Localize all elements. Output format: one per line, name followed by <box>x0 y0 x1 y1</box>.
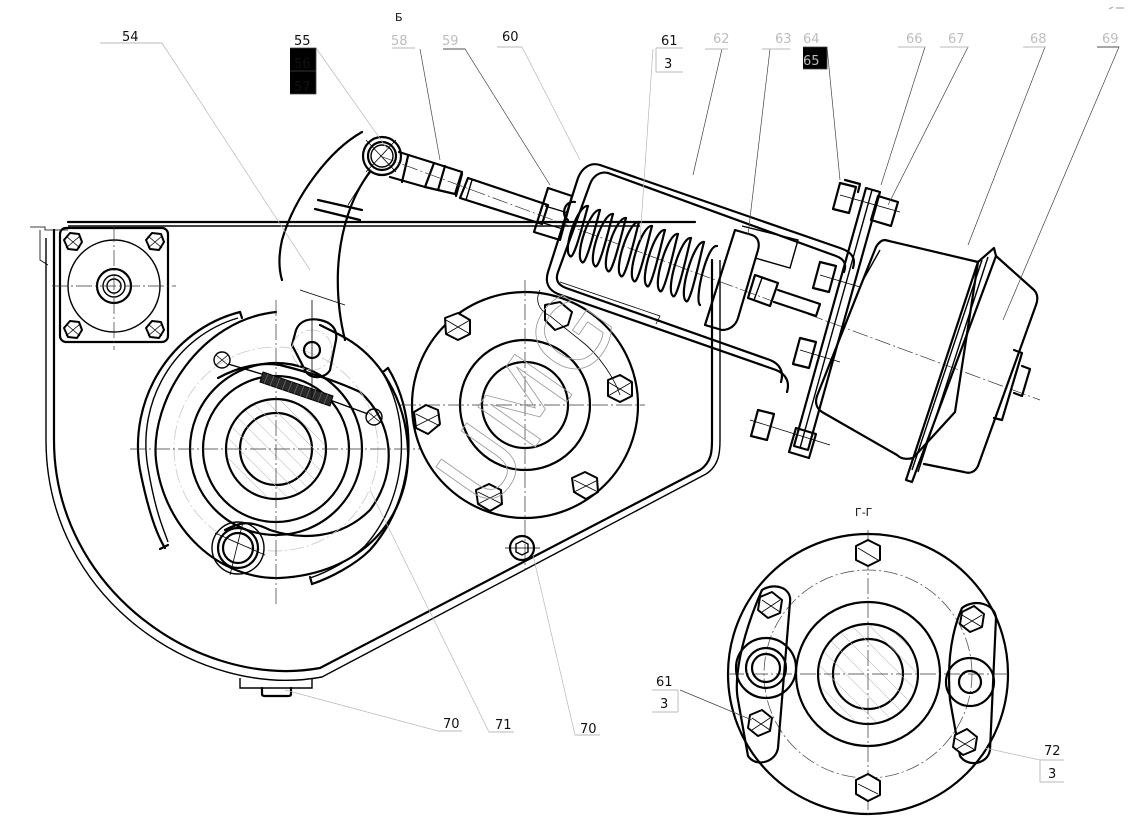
leader-lines <box>100 42 1120 761</box>
spring-cage <box>545 163 856 394</box>
callout-68: 68 <box>1030 32 1047 47</box>
callout-72: 72 <box>1044 744 1061 759</box>
callout-58: 58 <box>391 34 408 49</box>
callout-72-qty: 3 <box>1048 767 1056 782</box>
callout-67: 67 <box>948 32 965 47</box>
callout-70-bottom-left: 70 <box>443 717 460 732</box>
flange-bolt-heads <box>63 232 165 339</box>
callout-60: 60 <box>502 30 519 45</box>
callout-64: 64 <box>803 32 820 47</box>
callout-61: 61 <box>661 34 678 49</box>
corner-mark <box>1108 6 1124 10</box>
center-flange <box>400 280 645 570</box>
mounting-plate-bolts <box>749 178 901 460</box>
callout-56: 56 <box>294 57 311 72</box>
mounting-plate <box>749 178 901 460</box>
callout-70-bottom-center: 70 <box>580 722 597 737</box>
callout-57: 57 <box>294 80 311 95</box>
brake-drum <box>130 300 420 605</box>
brake-chamber <box>814 238 1039 484</box>
square-flange <box>52 226 176 350</box>
callout-61-section: 61 <box>656 675 673 690</box>
callout-labels: Б Г-Г 54 55 56 57 58 59 60 61 3 62 63 64… <box>122 11 1119 782</box>
callout-62: 62 <box>713 32 730 47</box>
brake-lever <box>278 130 403 400</box>
housing <box>30 220 721 698</box>
callout-69: 69 <box>1102 32 1119 47</box>
callout-59: 59 <box>442 34 459 49</box>
callout-54: 54 <box>122 30 139 45</box>
callout-63: 63 <box>775 32 792 47</box>
callout-65: 65 <box>803 54 820 69</box>
view-marker: Б <box>395 11 403 24</box>
callout-61-qty: 3 <box>664 57 672 72</box>
callout-71: 71 <box>495 718 512 733</box>
section-label: Г-Г <box>855 506 873 519</box>
callout-61-section-qty: 3 <box>660 697 668 712</box>
return-spring <box>259 371 334 407</box>
callout-55: 55 <box>294 34 311 49</box>
callout-66: 66 <box>906 32 923 47</box>
section-view <box>726 530 1010 816</box>
label-shelves <box>100 42 1119 783</box>
push-rod <box>379 150 1041 401</box>
compression-spring <box>562 200 719 307</box>
